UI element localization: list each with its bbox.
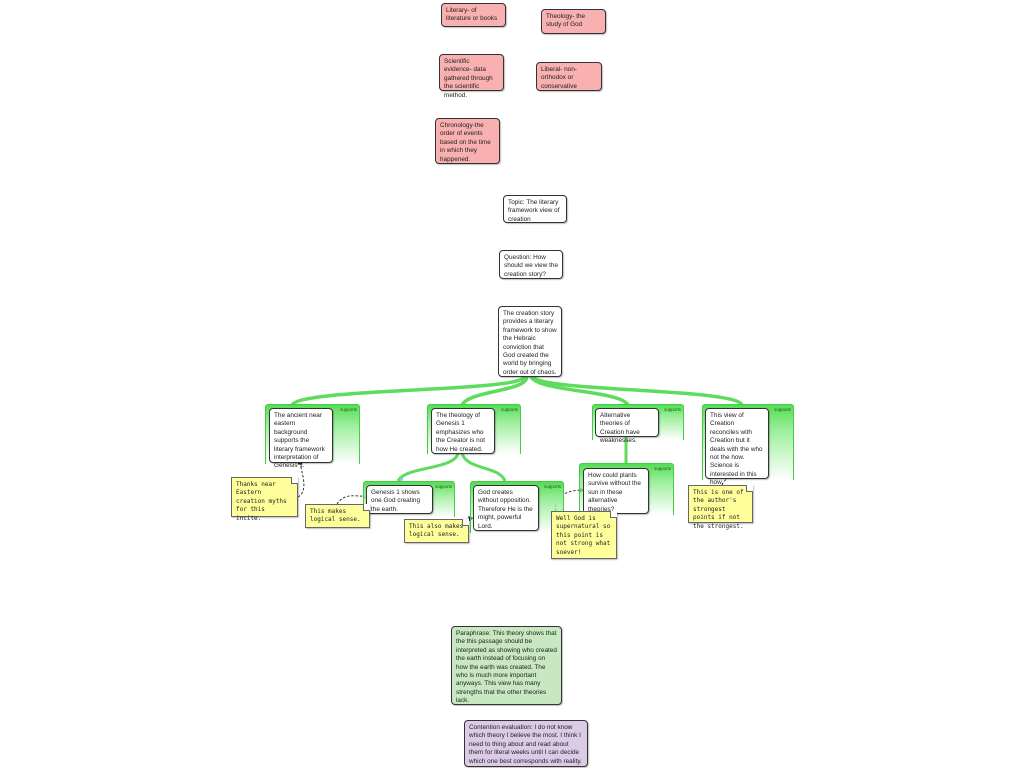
paraphrase-box[interactable]: Paraphrase: This theory shows that the t… xyxy=(451,626,562,705)
reason-text: How could plants survive without the sun… xyxy=(588,472,641,513)
evaluation-text: Contention evaluation: I do not know whi… xyxy=(469,724,582,765)
topic-box[interactable]: Topic: The literary framework view of cr… xyxy=(503,195,567,223)
definition-text: Scientific evidence- data gathered throu… xyxy=(444,58,493,99)
supports-label: supports xyxy=(501,407,518,412)
note-text: This makes logical sense. xyxy=(310,508,361,524)
definition-theology[interactable]: Theology- the study of God xyxy=(541,9,606,34)
reason-text: The ancient near eastern background supp… xyxy=(274,412,325,470)
topic-text: Topic: The literary framework view of cr… xyxy=(508,199,560,223)
note-text: Thanks near Eastern creation myths for t… xyxy=(236,481,287,522)
definition-literary[interactable]: Literary- of literature or books xyxy=(441,3,506,27)
reason-plants-sun[interactable]: How could plants survive without the sun… xyxy=(583,468,649,514)
reason-text: God creates without opposition. Therefor… xyxy=(478,489,533,530)
reason-theology[interactable]: The theology of Genesis 1 emphasizes who… xyxy=(431,408,495,454)
note-also-logical[interactable]: This also makes logical sense. xyxy=(404,519,469,543)
note-near-eastern-myths[interactable]: Thanks near Eastern creation myths for t… xyxy=(231,477,298,522)
reason-text: Genesis 1 shows one God creating the ear… xyxy=(371,489,421,513)
definition-text: Theology- the study of God xyxy=(546,13,586,29)
note-text: This also makes logical sense. xyxy=(409,523,464,539)
reason-text: Alternative theories of Creation have we… xyxy=(600,412,640,445)
note-text: Well God is supernatural so this point i… xyxy=(556,515,611,556)
note-strongest-point[interactable]: This is one of the author's strongest po… xyxy=(688,485,753,530)
supports-label: supports xyxy=(435,484,452,489)
reason-no-opposition[interactable]: God creates without opposition. Therefor… xyxy=(473,485,539,531)
evaluation-box[interactable]: Contention evaluation: I do not know whi… xyxy=(464,720,588,767)
definition-text: Chronology-the order of events based on … xyxy=(440,122,491,163)
reason-reconciles[interactable]: This view of Creation reconciles with Cr… xyxy=(705,408,769,486)
contention-box[interactable]: The creation story provides a literary f… xyxy=(498,306,562,377)
reason-text: The theology of Genesis 1 emphasizes who… xyxy=(436,412,486,453)
definition-scientific[interactable]: Scientific evidence- data gathered throu… xyxy=(439,54,504,99)
definition-chronology[interactable]: Chronology-the order of events based on … xyxy=(435,118,500,164)
definition-text: Literary- of literature or books xyxy=(446,7,498,23)
note-text: This is one of the author's strongest po… xyxy=(693,489,744,530)
supports-label: supports xyxy=(340,407,357,412)
support-branches-sub xyxy=(396,437,628,482)
supports-label: supports xyxy=(664,407,681,412)
reason-text: This view of Creation reconciles with Cr… xyxy=(710,412,763,487)
paraphrase-text: Paraphrase: This theory shows that the t… xyxy=(456,630,557,705)
supports-label: supports xyxy=(654,466,671,471)
support-branches-main xyxy=(290,375,744,407)
note-logical-sense[interactable]: This makes logical sense. xyxy=(305,504,370,528)
reason-near-eastern[interactable]: The ancient near eastern background supp… xyxy=(269,408,333,469)
reason-alternative[interactable]: Alternative theories of Creation have we… xyxy=(595,408,659,444)
question-box[interactable]: Question: How should we view the creatio… xyxy=(499,250,563,279)
note-supernatural[interactable]: Well God is supernatural so this point i… xyxy=(551,511,617,559)
reason-one-god[interactable]: Genesis 1 shows one God creating the ear… xyxy=(366,485,433,514)
supports-label: supports xyxy=(544,484,561,489)
definition-liberal[interactable]: Liberal- non-orthodox or conservative xyxy=(536,62,602,91)
question-text: Question: How should we view the creatio… xyxy=(504,254,558,278)
contention-text: The creation story provides a literary f… xyxy=(503,310,557,376)
supports-label: supports xyxy=(774,407,791,412)
definition-text: Liberal- non-orthodox or conservative xyxy=(541,66,577,90)
